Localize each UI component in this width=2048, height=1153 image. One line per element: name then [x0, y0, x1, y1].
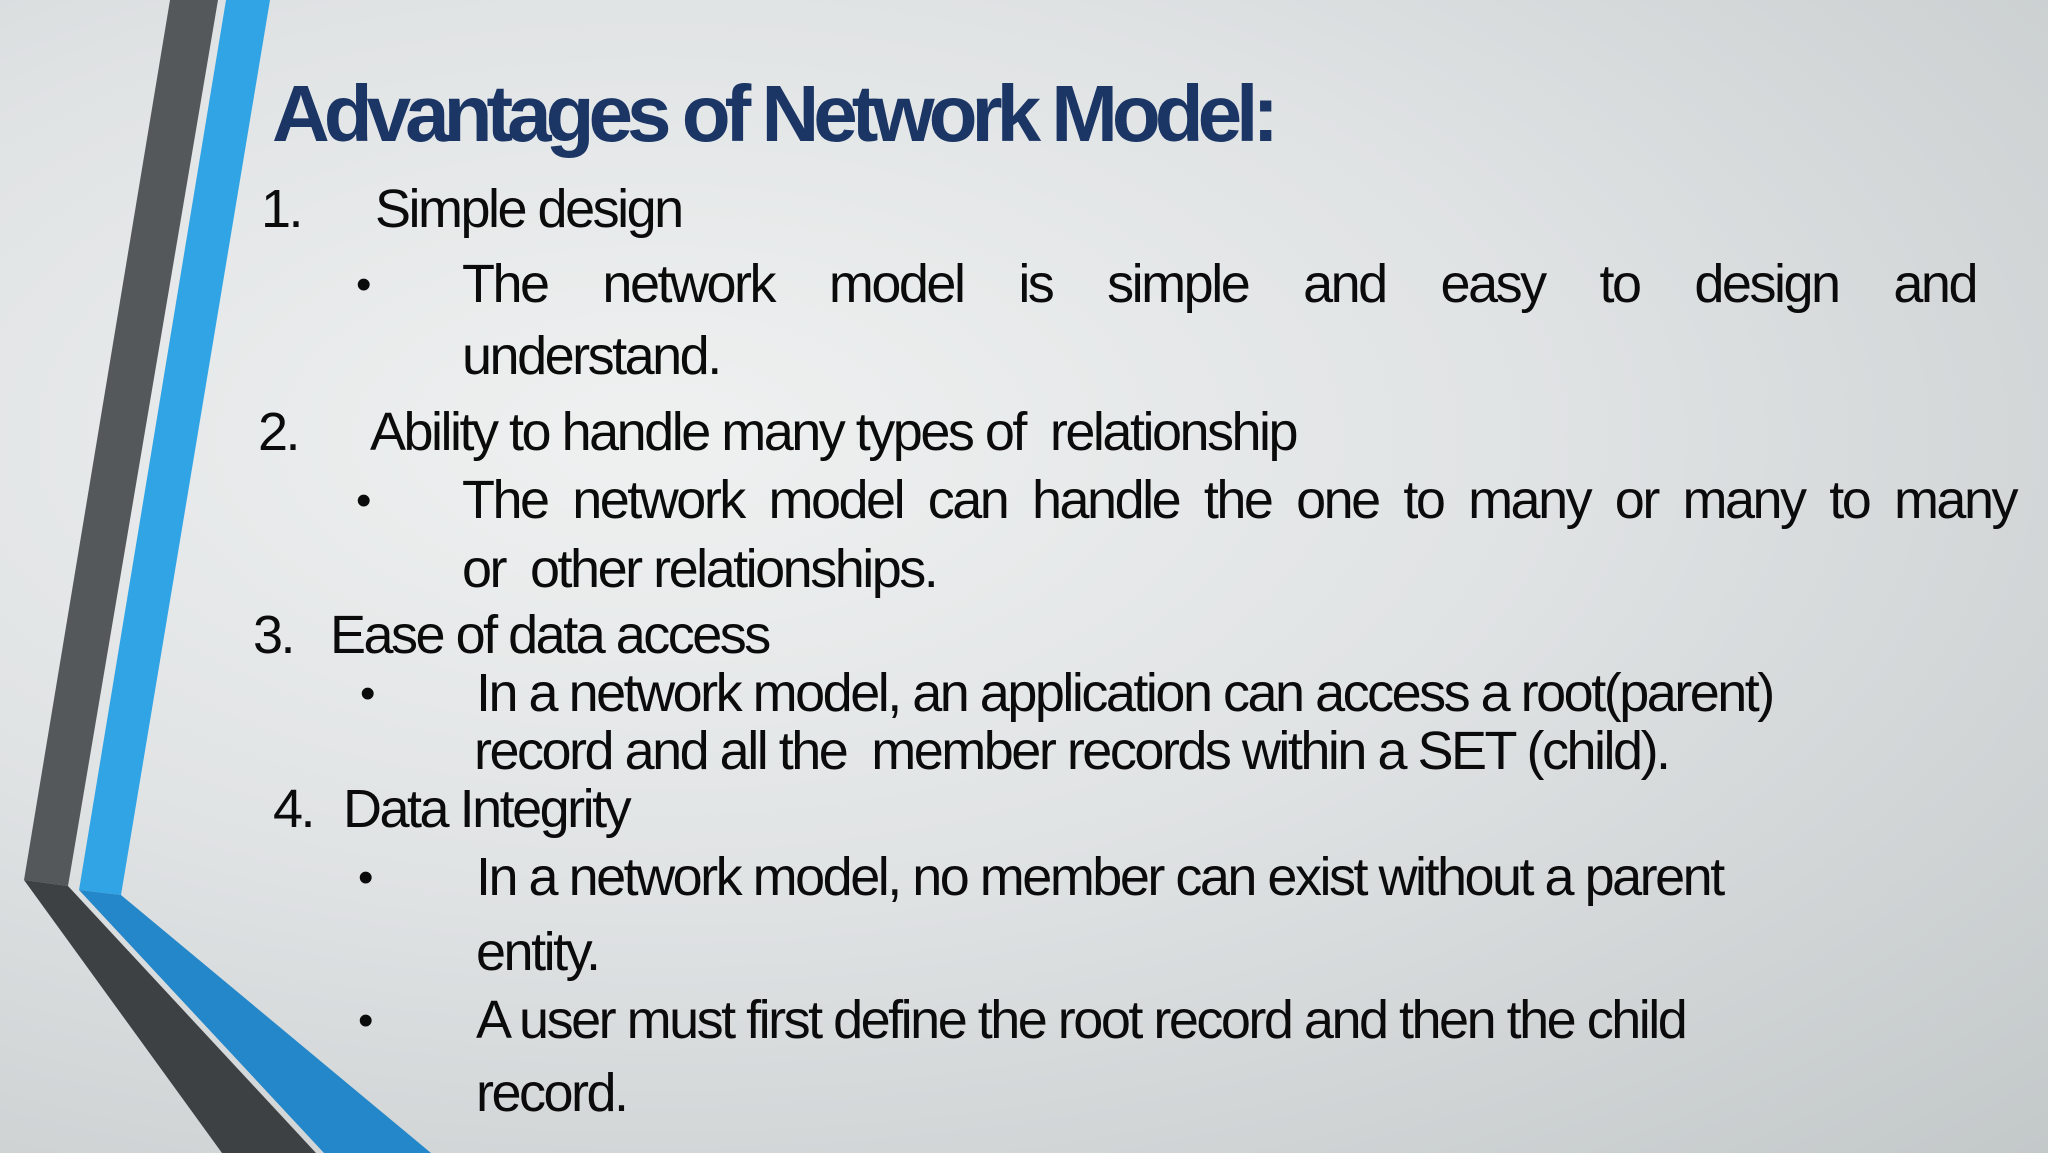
bullet-dot-icon: • — [358, 996, 374, 1045]
list-item-3-heading: Ease of data access — [330, 605, 771, 665]
gray-ribbon-lower — [24, 880, 316, 1153]
bullet-dot-icon: • — [358, 853, 374, 902]
bullet-line: In a network model, an application can a… — [476, 663, 1775, 723]
bullet-dot-icon: • — [360, 669, 376, 718]
bullet-line: record and all the member records within… — [474, 721, 1671, 781]
list-item-1-number: 1. — [261, 179, 304, 239]
slide-title: Advantages of Network Model: — [272, 69, 1279, 158]
list-item-1-heading: Simple design — [375, 179, 684, 239]
list-item-4-number: 4. — [273, 779, 316, 839]
bullet-line: In a network model, no member can exist … — [476, 847, 1725, 907]
bullet-line: or other relationships. — [462, 539, 939, 599]
bullet-line: record. — [476, 1063, 629, 1123]
list-item-4-heading: Data Integrity — [343, 779, 632, 839]
list-item-2-number: 2. — [258, 402, 301, 462]
bullet-line: The network model can handle the one to … — [462, 470, 2019, 530]
blue-ribbon-lower — [79, 890, 431, 1153]
bullet-dot-icon: • — [356, 476, 372, 525]
bullet-dot-icon: • — [356, 260, 372, 309]
list-item-2-heading: Ability to handle many types of relation… — [370, 402, 1299, 462]
bullet-line: A user must first define the root record… — [476, 990, 1688, 1050]
blue-ribbon-upper — [79, 0, 270, 895]
list-item-3-number: 3. — [253, 605, 296, 665]
bullet-line: entity. — [476, 922, 601, 982]
gray-ribbon-upper — [24, 0, 218, 886]
bullet-line: understand. — [462, 326, 722, 386]
bullet-line: The network model is simple and easy to … — [462, 254, 1979, 314]
